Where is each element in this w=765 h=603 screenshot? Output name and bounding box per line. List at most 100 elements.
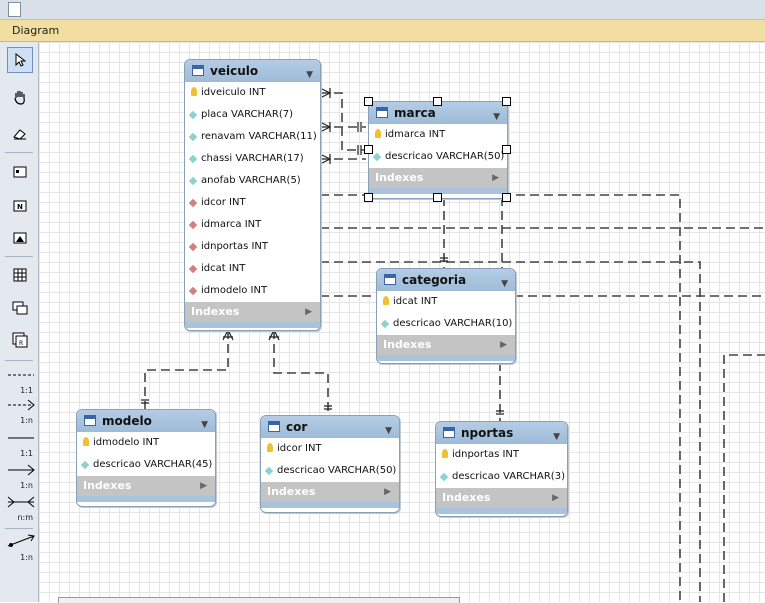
selection-handle[interactable]	[502, 145, 511, 154]
table-footer	[185, 322, 320, 328]
indexes-section[interactable]: Indexes▶	[77, 476, 215, 496]
column-label: idnportas INT	[201, 241, 268, 252]
expand-arrow-icon[interactable]: ▶	[492, 168, 499, 188]
table-footer	[377, 355, 515, 361]
column-label: idmarca INT	[201, 219, 261, 230]
column-row[interactable]: anofab VARCHAR(5)	[185, 170, 320, 192]
selection-handle[interactable]	[433, 193, 442, 202]
column-row[interactable]: idveiculo INT	[185, 82, 320, 104]
column-diamond-icon	[189, 111, 197, 119]
column-row[interactable]: idmodelo INT	[77, 432, 215, 454]
indexes-section[interactable]: Indexes ▶	[377, 335, 515, 355]
foreign-key-icon	[189, 265, 197, 273]
horizontal-scrollbar[interactable]	[58, 597, 460, 603]
indexes-section[interactable]: Indexes ▶	[261, 482, 399, 502]
expand-arrow-icon[interactable]: ▶	[500, 335, 507, 355]
table-veiculo[interactable]: veiculo ▼ idveiculo INT placa VARCHAR(7)…	[184, 59, 321, 331]
column-label: chassi VARCHAR(17)	[201, 153, 304, 164]
column-label: idcat INT	[393, 296, 437, 307]
selection-handle[interactable]	[364, 193, 373, 202]
primary-key-icon	[375, 129, 381, 138]
column-diamond-icon	[81, 461, 89, 469]
table-header[interactable]: modelo ▼	[77, 410, 215, 432]
table-categoria[interactable]: categoria ▼ idcat INT descricao VARCHAR(…	[376, 268, 516, 364]
table-nportas[interactable]: nportas ▼ idnportas INT descricao VARCHA…	[435, 421, 568, 517]
indexes-label: Indexes	[267, 485, 315, 498]
column-label: idmodelo INT	[93, 437, 159, 448]
selection-handle[interactable]	[502, 97, 511, 106]
column-label: renavam VARCHAR(11)	[201, 131, 317, 142]
column-row[interactable]: descricao VARCHAR(10)	[377, 313, 515, 335]
column-row[interactable]: idmarca INT	[185, 214, 320, 236]
column-label: descricao VARCHAR(50)	[385, 151, 504, 162]
expand-arrow-icon[interactable]: ▶	[305, 302, 312, 322]
indexes-label: Indexes	[383, 338, 431, 351]
table-modelo[interactable]: modelo ▼ idmodelo INT descricao VARCHAR(…	[76, 409, 216, 507]
column-row[interactable]: idcor INT	[185, 192, 320, 214]
expand-arrow-icon[interactable]: ▶	[200, 476, 207, 496]
table-cor[interactable]: cor ▼ idcor INT descricao VARCHAR(50) In…	[260, 415, 400, 513]
column-row[interactable]: placa VARCHAR(7)	[185, 104, 320, 126]
table-marca[interactable]: marca ▼ idmarca INT descricao VARCHAR(50…	[368, 101, 508, 199]
table-footer	[261, 502, 399, 508]
column-row[interactable]: idcat INT	[185, 258, 320, 280]
column-label: idmarca INT	[385, 129, 445, 140]
table-icon	[268, 421, 280, 432]
column-label: placa VARCHAR(7)	[201, 109, 293, 120]
table-header[interactable]: nportas ▼	[436, 422, 567, 444]
indexes-section[interactable]: Indexes ▶	[436, 488, 567, 508]
expand-arrow-icon[interactable]: ▶	[552, 488, 559, 508]
table-name: marca	[394, 102, 436, 124]
indexes-section[interactable]: Indexes ▶	[185, 302, 320, 322]
column-row[interactable]: descricao VARCHAR(45)	[77, 454, 215, 476]
table-header[interactable]: veiculo ▼	[185, 60, 320, 82]
table-header[interactable]: cor ▼	[261, 416, 399, 438]
column-row[interactable]: idnportas INT	[185, 236, 320, 258]
indexes-label: Indexes	[442, 491, 490, 504]
column-row[interactable]: descricao VARCHAR(3)	[436, 466, 567, 488]
foreign-key-icon	[189, 221, 197, 229]
table-name: veiculo	[210, 60, 258, 82]
table-footer	[77, 496, 215, 502]
selection-handle[interactable]	[502, 193, 511, 202]
foreign-key-icon	[189, 287, 197, 295]
column-row[interactable]: idmarca INT	[369, 124, 507, 146]
column-label: idmodelo INT	[201, 285, 267, 296]
indexes-label: Indexes	[191, 305, 239, 318]
column-row[interactable]: renavam VARCHAR(11)	[185, 126, 320, 148]
table-name: nportas	[461, 422, 513, 444]
foreign-key-icon	[189, 243, 197, 251]
column-row[interactable]: descricao VARCHAR(50)	[369, 146, 507, 168]
table-name: cor	[286, 416, 307, 438]
column-row[interactable]: idnportas INT	[436, 444, 567, 466]
column-diamond-icon	[189, 155, 197, 163]
column-label: idcor INT	[201, 197, 246, 208]
column-label: descricao VARCHAR(50)	[277, 465, 396, 476]
column-row[interactable]: chassi VARCHAR(17)	[185, 148, 320, 170]
table-name: categoria	[402, 269, 466, 291]
table-icon	[192, 65, 204, 76]
selection-handle[interactable]	[364, 145, 373, 154]
primary-key-icon	[191, 87, 197, 96]
table-icon	[443, 427, 455, 438]
selection-handle[interactable]	[433, 97, 442, 106]
column-row[interactable]: idcat INT	[377, 291, 515, 313]
table-name: modelo	[102, 410, 152, 432]
indexes-label: Indexes	[375, 171, 423, 184]
primary-key-icon	[267, 443, 273, 452]
column-diamond-icon	[373, 153, 381, 161]
table-footer	[436, 508, 567, 514]
table-header[interactable]: categoria ▼	[377, 269, 515, 291]
column-row[interactable]: idcor INT	[261, 438, 399, 460]
column-row[interactable]: idmodelo INT	[185, 280, 320, 302]
table-icon	[384, 274, 396, 285]
table-icon	[376, 107, 388, 118]
column-diamond-icon	[381, 320, 389, 328]
expand-arrow-icon[interactable]: ▶	[384, 482, 391, 502]
indexes-section[interactable]: Indexes ▶	[369, 168, 507, 188]
primary-key-icon	[442, 449, 448, 458]
column-row[interactable]: descricao VARCHAR(50)	[261, 460, 399, 482]
selection-handle[interactable]	[364, 97, 373, 106]
column-label: descricao VARCHAR(45)	[93, 459, 212, 470]
column-label: idnportas INT	[452, 449, 519, 460]
